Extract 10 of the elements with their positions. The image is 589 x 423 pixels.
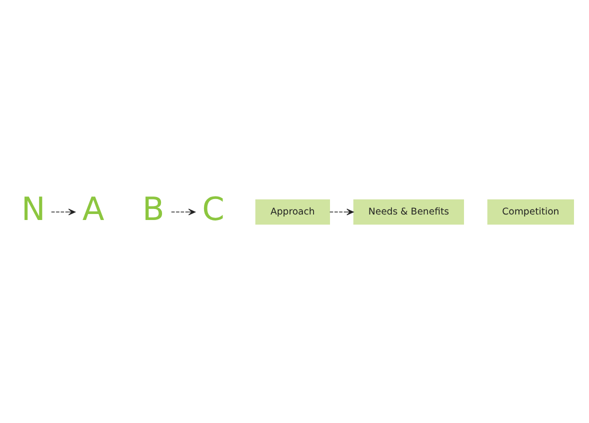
node-text: B xyxy=(142,189,164,228)
arrow xyxy=(329,208,354,215)
node-box: Needs & Benefits xyxy=(353,198,464,224)
node-text: C xyxy=(202,189,225,228)
arrow xyxy=(171,208,196,215)
node-text: A xyxy=(82,189,104,228)
node-box: Approach xyxy=(255,198,330,224)
node-box: Competition xyxy=(487,198,574,224)
arrow xyxy=(51,208,76,215)
node-text: N xyxy=(21,189,46,228)
